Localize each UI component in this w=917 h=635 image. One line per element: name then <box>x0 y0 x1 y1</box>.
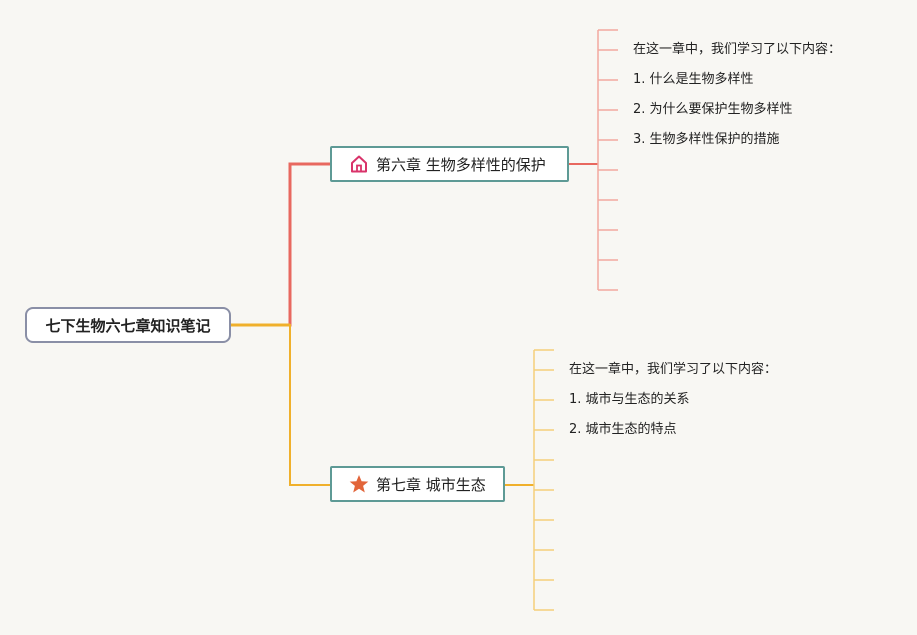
leaf-ch6-item-2[interactable]: 2. 为什么要保护生物多样性 <box>633 102 793 117</box>
chapter-6-label: 第六章 生物多样性的保护 <box>376 155 546 174</box>
leaf-ch6-item-1[interactable]: 1. 什么是生物多样性 <box>633 72 754 87</box>
leaf-ch7-intro[interactable]: 在这一章中，我们学习了以下内容： <box>569 362 778 377</box>
chapter-6-topic[interactable]: 第六章 生物多样性的保护 <box>330 146 569 182</box>
leaf-ch7-item-2[interactable]: 2. 城市生态的特点 <box>569 422 677 437</box>
connector-root-ch6 <box>231 162 330 327</box>
chapter-7-topic[interactable]: 第七章 城市生态 <box>330 466 505 502</box>
chapter-7-label: 第七章 城市生态 <box>376 475 486 494</box>
root-topic-label: 七下生物六七章知识笔记 <box>45 316 211 335</box>
leaf-ch6-item-3[interactable]: 3. 生物多样性保护的措施 <box>633 132 780 147</box>
star-icon <box>348 473 370 495</box>
connector-root-ch7 <box>231 324 330 486</box>
house-icon <box>348 153 370 175</box>
leaf-ch6-intro[interactable]: 在这一章中，我们学习了以下内容： <box>633 42 842 57</box>
root-topic[interactable]: 七下生物六七章知识笔记 <box>25 307 231 343</box>
leaf-ch7-item-1[interactable]: 1. 城市与生态的关系 <box>569 392 690 407</box>
